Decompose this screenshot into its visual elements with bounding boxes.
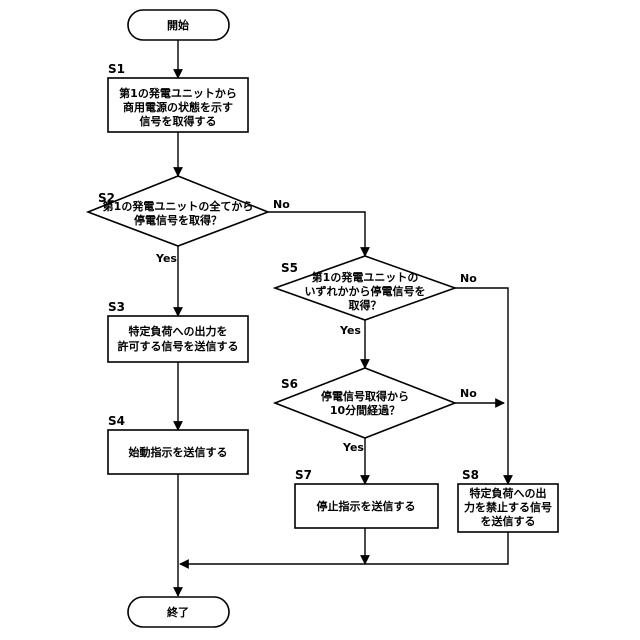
s2-yes-label: Yes — [155, 252, 177, 265]
s1-step-label: S1 — [108, 62, 125, 76]
s7-line-1: 停止指示を送信する — [317, 499, 416, 513]
s2-line-1: 第1の発電ユニットの全てから — [103, 199, 254, 213]
s6-decision: S6 停電信号取得から 10分間経過？ Yes No — [275, 368, 477, 454]
s8-step-label: S8 — [462, 468, 479, 482]
s8-line-2: 力を禁止する信号 — [464, 500, 552, 514]
s1-line-3: 信号を取得する — [140, 114, 217, 128]
start-terminal: 開始 — [128, 10, 229, 40]
connector-s5-s8 — [455, 288, 508, 484]
s2-decision: S2 第1の発電ユニットの全てから 停電信号を取得？ Yes No — [88, 176, 290, 265]
s1-line-1: 第1の発電ユニットから — [119, 86, 237, 100]
s4-line-1: 始動指示を送信する — [129, 445, 228, 459]
s2-no-label: No — [273, 198, 290, 211]
s6-step-label: S6 — [281, 377, 298, 391]
s5-decision: S5 第1の発電ユニットの いずれかから停電信号を 取得？ Yes No — [275, 256, 477, 337]
s3-line-2: 許可する信号を送信する — [118, 339, 239, 353]
s3-box — [108, 316, 248, 362]
s7-process: S7 停止指示を送信する — [295, 468, 438, 528]
end-terminal: 終了 — [128, 597, 229, 627]
s5-yes-label: Yes — [339, 324, 361, 337]
s3-step-label: S3 — [108, 300, 125, 314]
connector-s2-s5 — [268, 212, 365, 256]
s5-line-1: 第1の発電ユニットの — [312, 270, 419, 284]
s8-line-1: 特定負荷への出 — [470, 486, 547, 500]
s5-no-label: No — [460, 272, 477, 285]
s2-line-2: 停電信号を取得？ — [134, 213, 222, 227]
s5-line-3: 取得？ — [349, 298, 382, 312]
s6-line-2: 10分間経過？ — [330, 403, 400, 417]
start-label: 開始 — [167, 18, 189, 32]
s1-line-2: 商用電源の状態を示す — [123, 100, 233, 114]
s6-line-1: 停電信号取得から — [321, 389, 409, 403]
s6-no-label: No — [460, 387, 477, 400]
s4-step-label: S4 — [108, 414, 125, 428]
end-label: 終了 — [167, 605, 189, 619]
s3-line-1: 特定負荷への出力を — [129, 324, 228, 338]
s5-step-label: S5 — [281, 261, 298, 275]
s5-line-2: いずれかから停電信号を — [305, 284, 426, 298]
s7-step-label: S7 — [295, 468, 312, 482]
s8-line-3: を送信する — [481, 514, 536, 528]
s6-diamond — [275, 368, 455, 438]
s6-yes-label: Yes — [342, 441, 364, 454]
connector-s8-merge — [180, 532, 508, 564]
